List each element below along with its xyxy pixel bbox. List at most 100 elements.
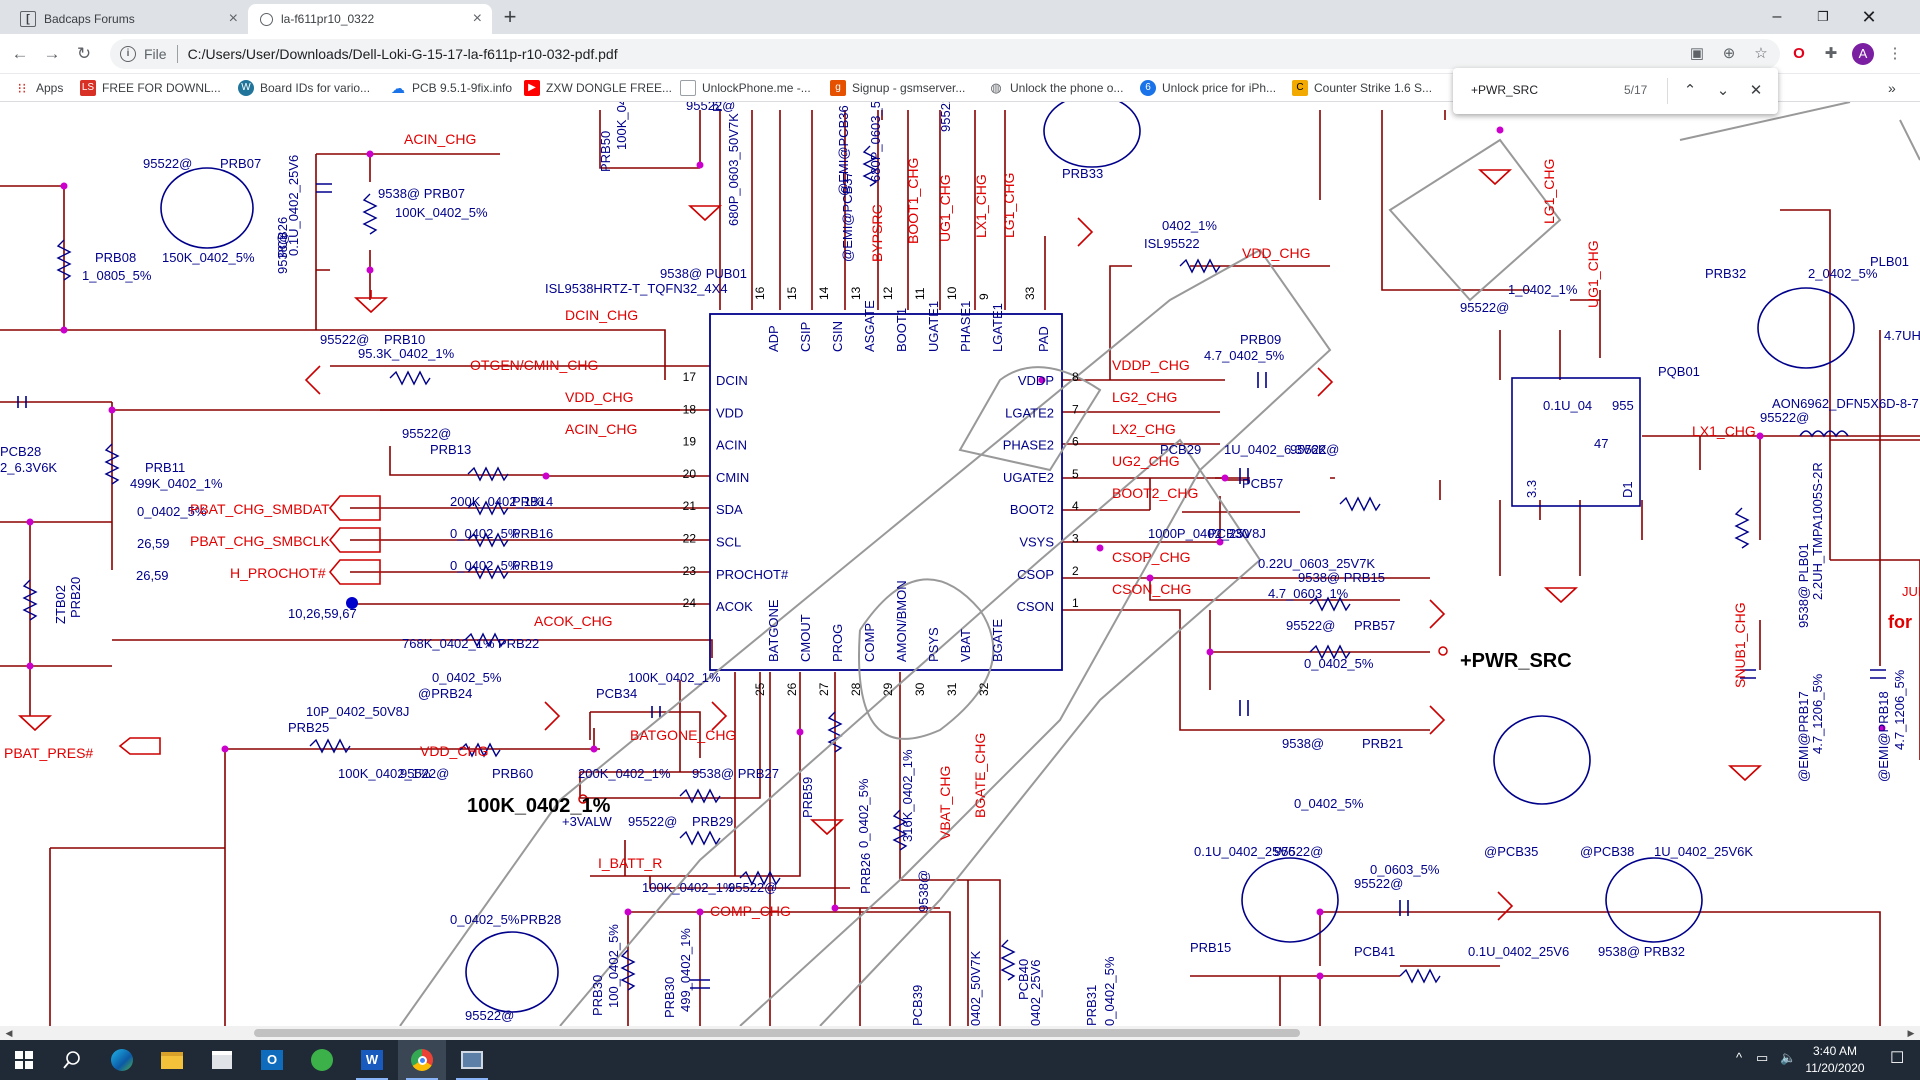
scrollbar-thumb[interactable]	[254, 1029, 1300, 1037]
schematic-label: PRB14	[512, 494, 553, 509]
chevron-up-icon[interactable]: ^	[1736, 1050, 1743, 1065]
schematic-label: 26,59	[136, 568, 169, 583]
back-button[interactable]: ←	[11, 44, 29, 63]
close-icon[interactable]: ×	[228, 10, 238, 27]
green-app-icon[interactable]	[298, 1040, 346, 1080]
schematic-label: @EMI@PCB37	[840, 171, 855, 262]
edge-icon[interactable]	[98, 1040, 146, 1080]
ic-pin-number: 25	[753, 682, 767, 696]
schematic-label: PCB29	[1160, 442, 1201, 457]
url-text[interactable]: C:/Users/User/Downloads/Dell-Loki-G-15-1…	[187, 46, 618, 62]
tab-badcaps[interactable]: [ Badcaps Forums ×	[8, 4, 248, 34]
junction-dots	[26, 126, 1886, 980]
schematic-label: 0402_50V7K	[968, 950, 983, 1026]
close-icon[interactable]: ✕	[1749, 82, 1763, 99]
network-icon[interactable]: ▭	[1756, 1050, 1769, 1065]
ic-pin-number: 6	[1072, 435, 1079, 449]
ic-pin-name: BGATE	[990, 619, 1005, 662]
search-icon[interactable]	[48, 1040, 96, 1080]
find-input[interactable]: +PWR_SRC	[1471, 83, 1539, 97]
minimize-button[interactable]: –	[1772, 8, 1782, 25]
schematic-label: 0_0402_5%	[450, 558, 520, 573]
extensions-puzzle-icon[interactable]: ✚	[1824, 45, 1838, 62]
bookmark-item[interactable]: ◍Unlock the phone o...	[988, 79, 1123, 97]
schematic-label: PRB09	[1240, 332, 1281, 347]
net-arrows	[118, 217, 1514, 921]
schematic-label: PRB16	[512, 526, 553, 541]
address-bar[interactable]: i File C:/Users/User/Downloads/Dell-Loki…	[110, 39, 1780, 69]
bookmark-apps[interactable]: ⁝⁝Apps	[14, 79, 64, 97]
schematic-label: PRB51	[710, 102, 725, 112]
file-explorer-icon[interactable]	[148, 1040, 196, 1080]
ic-pin-name: CMIN	[716, 470, 749, 485]
tab-strip: [ Badcaps Forums × la-f611pr10_0322 × + …	[0, 0, 1920, 34]
info-icon[interactable]: i	[120, 46, 136, 62]
notifications-icon[interactable]: ☐	[1890, 1050, 1905, 1067]
word-icon[interactable]: W	[348, 1040, 396, 1080]
profile-avatar[interactable]: A	[1851, 42, 1875, 66]
windows-start-icon[interactable]	[0, 1040, 48, 1080]
schematic-label: 4.7_1206_5%	[1892, 669, 1907, 750]
schematic-label: PCB30	[1208, 526, 1249, 541]
horizontal-scrollbar[interactable]: ◀ ▶	[0, 1026, 1920, 1040]
close-window-button[interactable]: ✕	[1861, 7, 1877, 27]
bookmark-item[interactable]: UnlockPhone.me -...	[680, 79, 811, 97]
ic-pin-number: 5	[1072, 467, 1079, 481]
chevron-down-icon[interactable]: ⌄	[1716, 82, 1730, 99]
schematic-label: 100K_0402_1%	[338, 766, 431, 781]
ic-pin-number: 17	[683, 370, 697, 384]
schematic-label: 499K_0402_1%	[130, 476, 223, 491]
ic-pin-name: CSOP	[1017, 567, 1054, 582]
schematic-label: 0.1U_0402_25V6	[1194, 844, 1295, 859]
tab-pdf[interactable]: la-f611pr10_0322 ×	[248, 4, 492, 34]
schematic-label: PRB07	[220, 156, 261, 171]
net-label: BYPSRC	[869, 204, 885, 262]
store-icon[interactable]	[198, 1040, 246, 1080]
globe-icon	[260, 12, 273, 26]
network-app-icon[interactable]	[448, 1040, 496, 1080]
net-label: LG1_CHG	[1541, 159, 1557, 224]
bookmark-item[interactable]: ▶ZXW DONGLE FREE...	[524, 79, 672, 97]
install-app-icon[interactable]: ▣	[1689, 45, 1705, 62]
forward-button[interactable]: →	[43, 44, 61, 63]
bookmark-item[interactable]: ☁PCB 9.5.1-9fix.info	[391, 80, 513, 96]
chrome-icon[interactable]	[398, 1040, 446, 1080]
schematic-label: PRB10	[384, 332, 425, 347]
opera-extension-icon[interactable]: O	[1793, 45, 1805, 62]
bookmark-star-icon[interactable]: ☆	[1754, 45, 1768, 62]
schematic-label: PRB28	[520, 912, 561, 927]
outlook-icon[interactable]: O	[248, 1040, 296, 1080]
zoom-icon[interactable]: ⊕	[1722, 45, 1736, 62]
apps-grid-icon: ⁝⁝	[17, 80, 27, 96]
schematic-label: ISL95522	[1144, 236, 1200, 251]
close-icon[interactable]: ×	[472, 10, 482, 27]
schematic-label: PCB40	[1016, 959, 1031, 1000]
menu-kebab-icon[interactable]: ⋮	[1887, 45, 1903, 62]
schematic-label: PRB13	[430, 442, 471, 457]
ic-pin-number: 32	[977, 682, 991, 696]
schematic-label: 95522@	[400, 766, 449, 781]
more-bookmarks-icon[interactable]: »	[1888, 80, 1896, 96]
speaker-icon[interactable]: 🔈	[1780, 1050, 1797, 1065]
clock[interactable]: 3:40 AM 11/20/2020	[1790, 1043, 1880, 1077]
scroll-left-icon[interactable]: ◀	[5, 1028, 13, 1038]
schematic-label: @EMI@PCB36	[836, 105, 851, 196]
scroll-right-icon[interactable]: ▶	[1907, 1028, 1915, 1038]
ic-pin-number: 19	[683, 435, 697, 449]
ic-pin-name: AMON/BMON	[894, 580, 909, 662]
ic-pin-number: 29	[881, 682, 895, 696]
schematic-label: 0_0603_5%	[1370, 862, 1440, 877]
rail-label: 100K_0402_1%	[467, 795, 611, 817]
reload-button[interactable]: ↻	[76, 44, 92, 63]
schematic-label: 95522@	[402, 426, 451, 441]
schematic-label: PRB15	[1190, 940, 1231, 955]
chevron-up-icon[interactable]: ⌃	[1683, 82, 1697, 99]
restore-button[interactable]: ❐	[1817, 9, 1829, 24]
new-tab-button[interactable]: +	[503, 4, 517, 29]
